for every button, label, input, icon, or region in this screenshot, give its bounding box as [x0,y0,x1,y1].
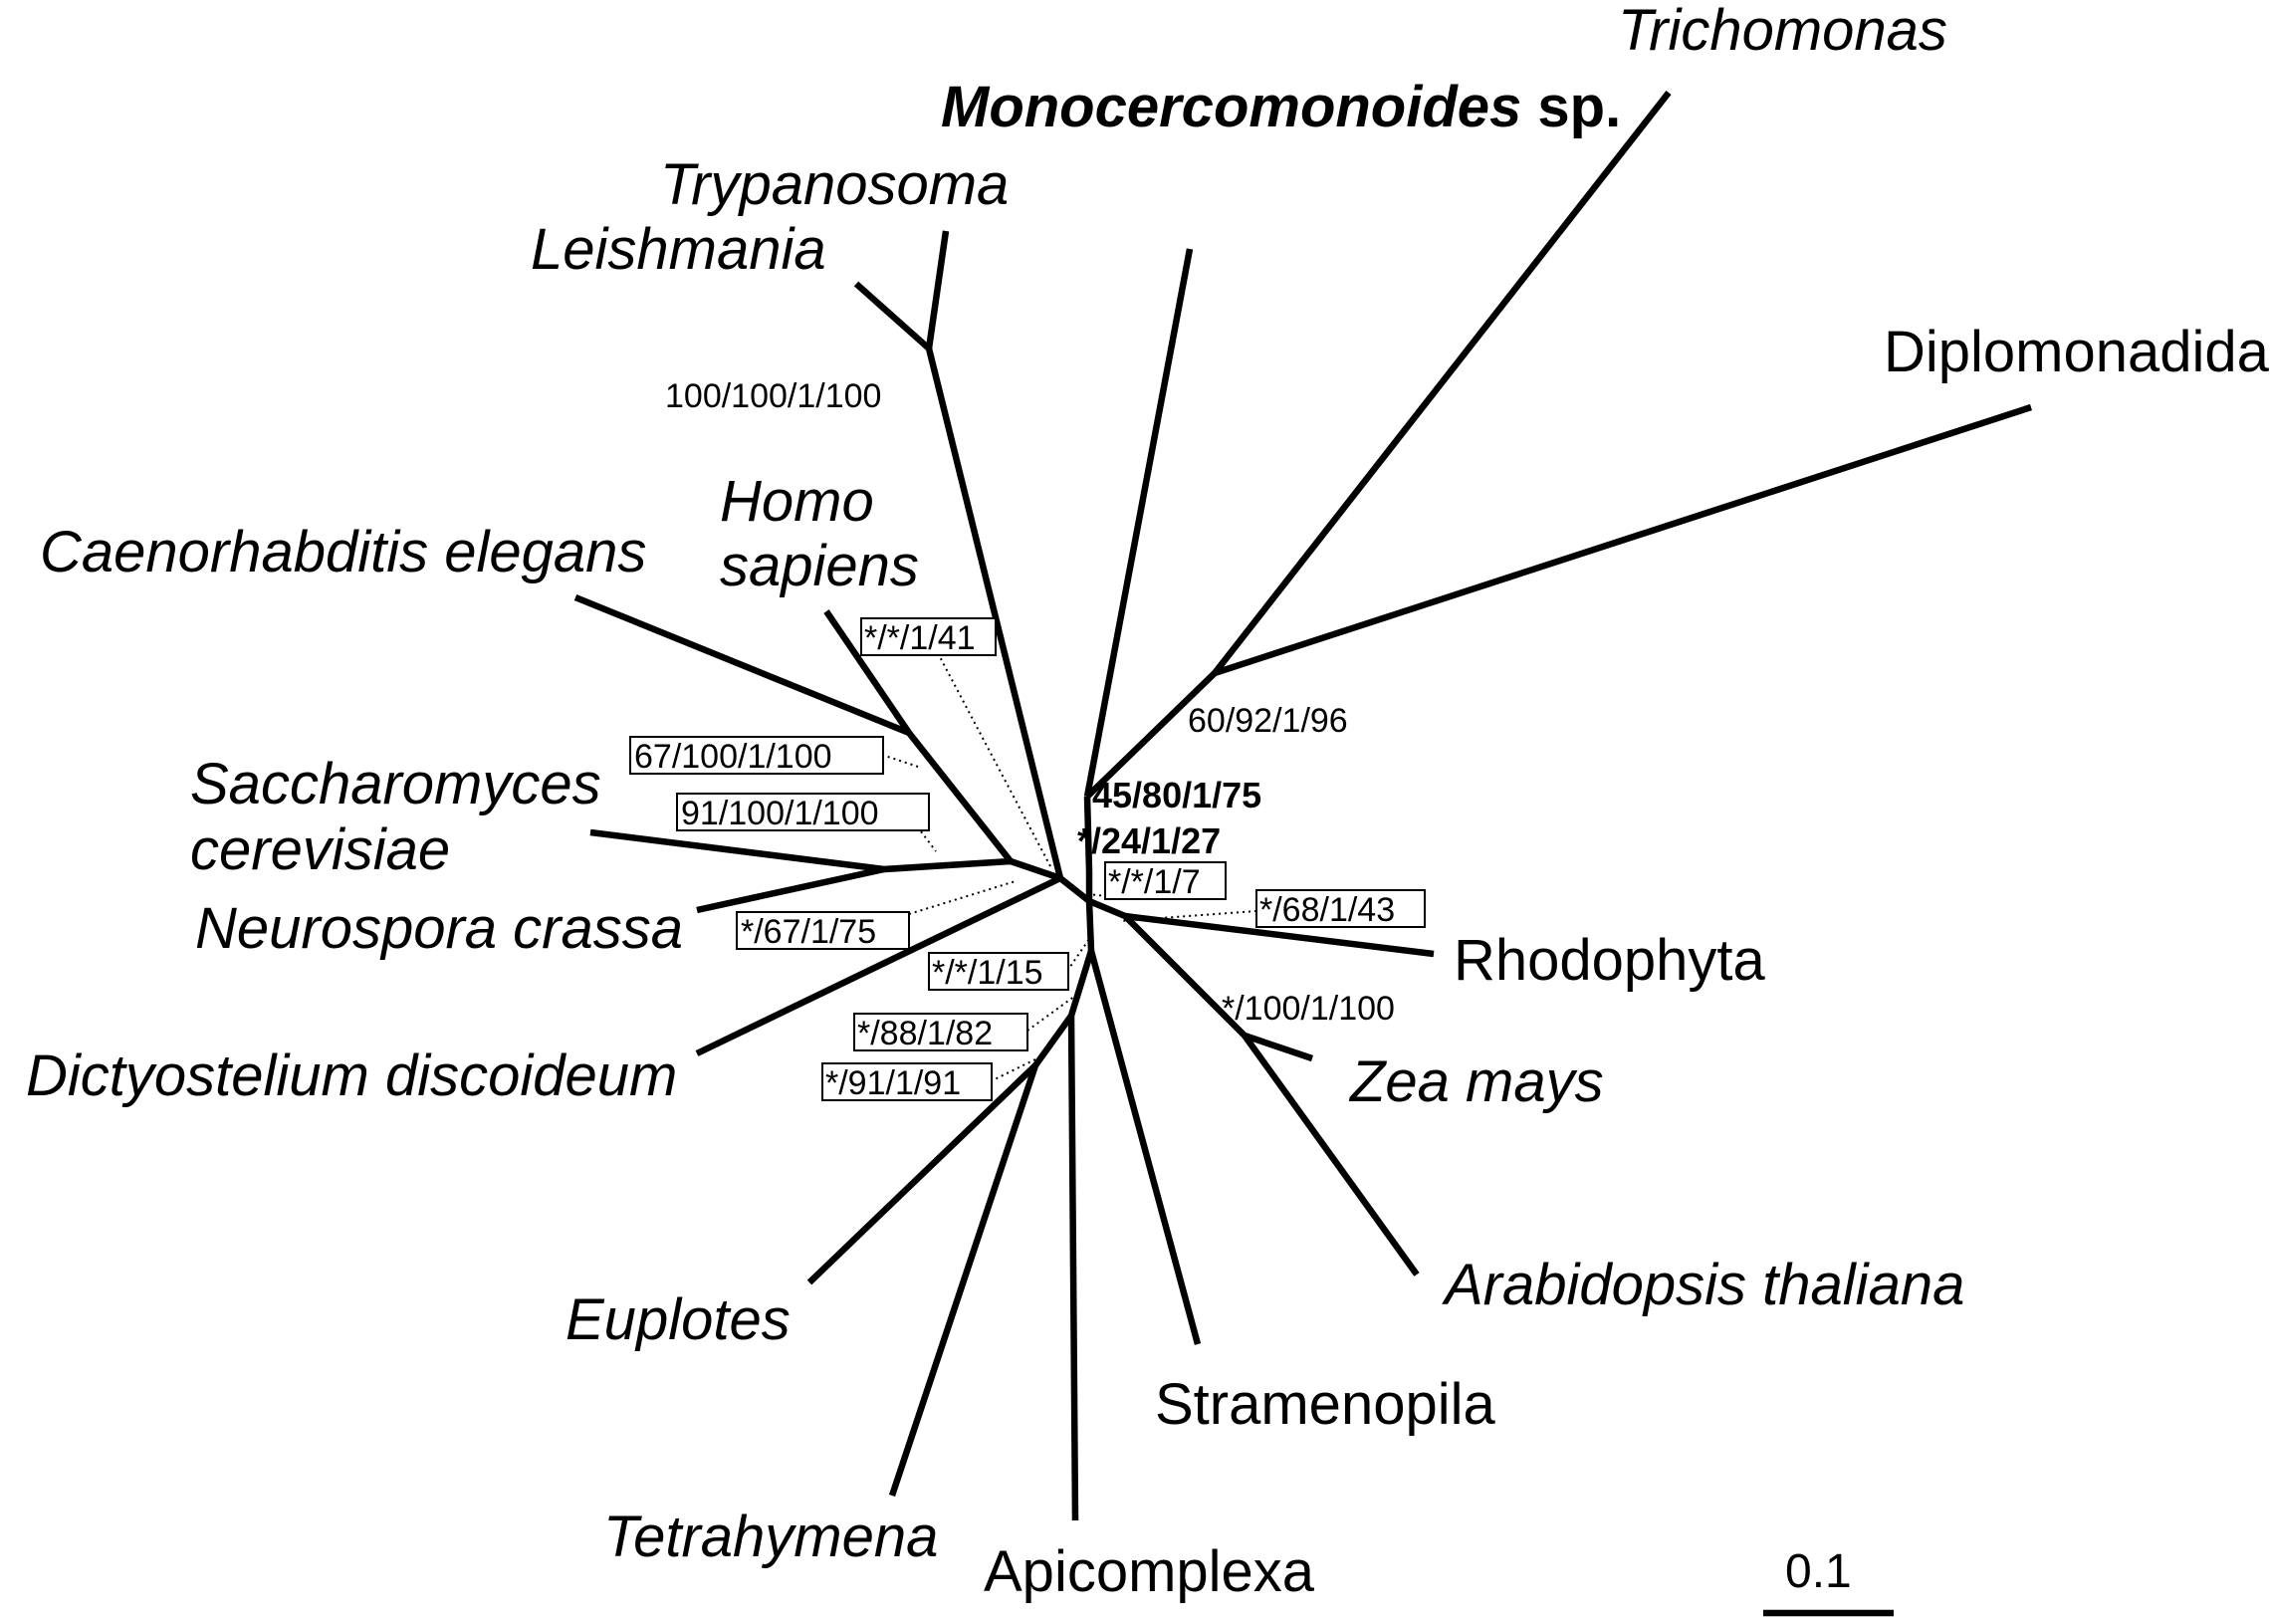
support-fungi: 91/100/1/100 [681,795,879,832]
support-kinetoplastid: 100/100/1/100 [665,377,881,415]
leader-plants [1119,910,1257,922]
label-leishmania: Leishmania [531,217,826,282]
label-zea-mays: Zea mays [1348,1049,1604,1114]
support-leader-lines [881,652,1257,1082]
support-center: */*/1/7 [1108,863,1201,901]
label-dictyostelium: Dictyostelium discoideum [26,1044,677,1108]
leader-opisthokonts [881,754,919,768]
box-animals [860,617,997,656]
branch-apicomplexa [1067,1015,1079,1521]
label-arabidopsis: Arabidopsis thaliana [1442,1253,1964,1317]
support-alveolata: */88/1/82 [857,1015,993,1052]
box-alveolata [853,1013,1028,1051]
box-opisthokonts [629,736,884,775]
support-parabasalid-diplomonad: 60/92/1/96 [1188,702,1348,740]
branch-stramenopila [1087,950,1202,1345]
branch-alveolata-stem [1067,950,1095,1017]
label-cerevisiae: cerevisiae [190,817,450,882]
label-tetrahymena: Tetrahymena [603,1505,938,1569]
branch-monocercomonoides [1083,248,1194,798]
support-boxes [629,617,1426,1101]
leader-center [1076,892,1108,897]
label-monocercomonoides-genus: Monocercomonoides [941,75,1521,139]
branch-zea-mays [1243,1032,1314,1062]
leader-alveolata [1026,995,1076,1032]
branch-homo-sapiens [823,609,912,735]
support-sar: */*/1/15 [932,954,1043,992]
branch-caenorhabditis [573,593,911,737]
label-euplotes: Euplotes [566,1287,791,1352]
label-diplomonadida: Diplomonadida [1884,320,2270,384]
scale-bar: 0.1 [1763,1545,1894,1617]
leader-amorphea [908,880,1017,915]
leader-sar [1066,938,1090,972]
support-animals: */*/1/41 [864,619,976,657]
branch-trichomonas [1212,90,1672,676]
label-sapiens: sapiens [720,534,919,598]
label-monocercomonoides: Monocercomonoides sp. [941,75,1621,139]
label-monocercomonoides-sp: sp. [1521,75,1621,139]
branch-viridiplantae-stem [1122,913,1248,1039]
box-plants [1255,889,1426,928]
branch-plants-stem [1087,898,1127,919]
box-fungi [676,793,930,831]
branch-rhodophyta [1124,912,1435,958]
support-metamonad-1: 45/80/1/75 [1092,775,1261,815]
label-homo: Homo [720,469,874,534]
branch-fungi-stem [883,857,1012,873]
branch-saccharomyces [589,828,885,873]
branch-ciliates-stem [1032,1014,1074,1067]
branch-trypanosoma [925,230,950,349]
box-center [1104,861,1227,900]
support-viridiplantae: */100/1/100 [1222,990,1395,1028]
taxon-labels: Trichomonas Monocercomonoides sp. Trypan… [26,0,2270,1604]
label-neurospora: Neurospora crassa [195,896,683,961]
support-values: 100/100/1/100 60/92/1/96 45/80/1/75 */24… [634,377,1395,1102]
branch-opisthokont-stem [906,730,1014,864]
leader-ciliates [990,1054,1044,1082]
support-ciliates: */91/1/91 [825,1064,961,1102]
label-rhodophyta: Rhodophyta [1454,928,1766,993]
box-amorphea [736,911,910,950]
label-caenorhabditis: Caenorhabditis elegans [40,520,646,584]
label-trypanosoma: Trypanosoma [660,152,1009,217]
support-opisthokonts: 67/100/1/100 [634,738,832,776]
branch-tetrahymena [888,1063,1039,1498]
branch-euplotes [806,1062,1038,1285]
branch-dictyostelium [695,875,1062,1056]
scale-bar-label: 0.1 [1785,1545,1852,1598]
branch-parabasalid-diplomonad-stem [1084,670,1218,800]
branch-neurospora [696,865,885,914]
box-sar [928,952,1069,991]
tree-branches [573,90,2033,1521]
leader-fungi [920,830,937,852]
label-apicomplexa: Apicomplexa [984,1539,1315,1604]
branch-leishmania [853,281,932,351]
branch-diplomonadida [1213,403,2033,677]
leader-animals [937,652,1051,867]
label-saccharomyces: Saccharomyces [190,752,601,816]
support-metamonad-2: */24/1/27 [1077,820,1221,861]
branch-center-connector [1057,875,1092,904]
support-amorphea: */67/1/75 [741,913,876,951]
branch-kinetoplastid-stem [925,348,1064,879]
branch-amorphea-stem [1009,857,1062,882]
label-trichomonas: Trichomonas [1618,0,1947,63]
label-stramenopila: Stramenopila [1155,1372,1495,1437]
box-ciliates [821,1062,993,1101]
branch-arabidopsis [1242,1034,1420,1276]
branch-sar-stem [1085,900,1095,952]
support-plants-rhodophyta: */68/1/43 [1259,891,1395,929]
branch-metamonad-stem [1083,796,1093,872]
